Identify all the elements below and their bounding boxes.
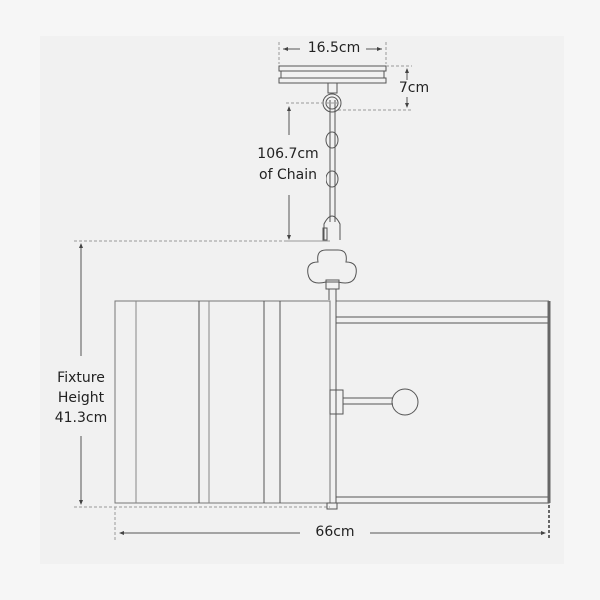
frame-section-icon [326, 300, 551, 510]
canopy-width-label: 16.5cm [306, 40, 362, 57]
fixture-height-line1: Fixture [50, 368, 112, 388]
fixture-width-label: 66cm [308, 524, 362, 541]
chain-length-caption: of Chain [250, 167, 326, 184]
shade-front-icon [114, 300, 331, 504]
chain-length-label: 106.7cm of Chain [250, 146, 326, 184]
canopy-icon [278, 65, 387, 94]
fixture-height-line2: Height [50, 388, 112, 408]
chain-length-value: 106.7cm [250, 146, 326, 163]
chain-icon [307, 93, 357, 300]
fixture-height-label: Fixture Height 41.3cm [50, 368, 112, 428]
canopy-height-label: 7cm [396, 80, 432, 97]
drawing-panel [40, 36, 564, 564]
fixture-height-value: 41.3cm [50, 408, 112, 428]
